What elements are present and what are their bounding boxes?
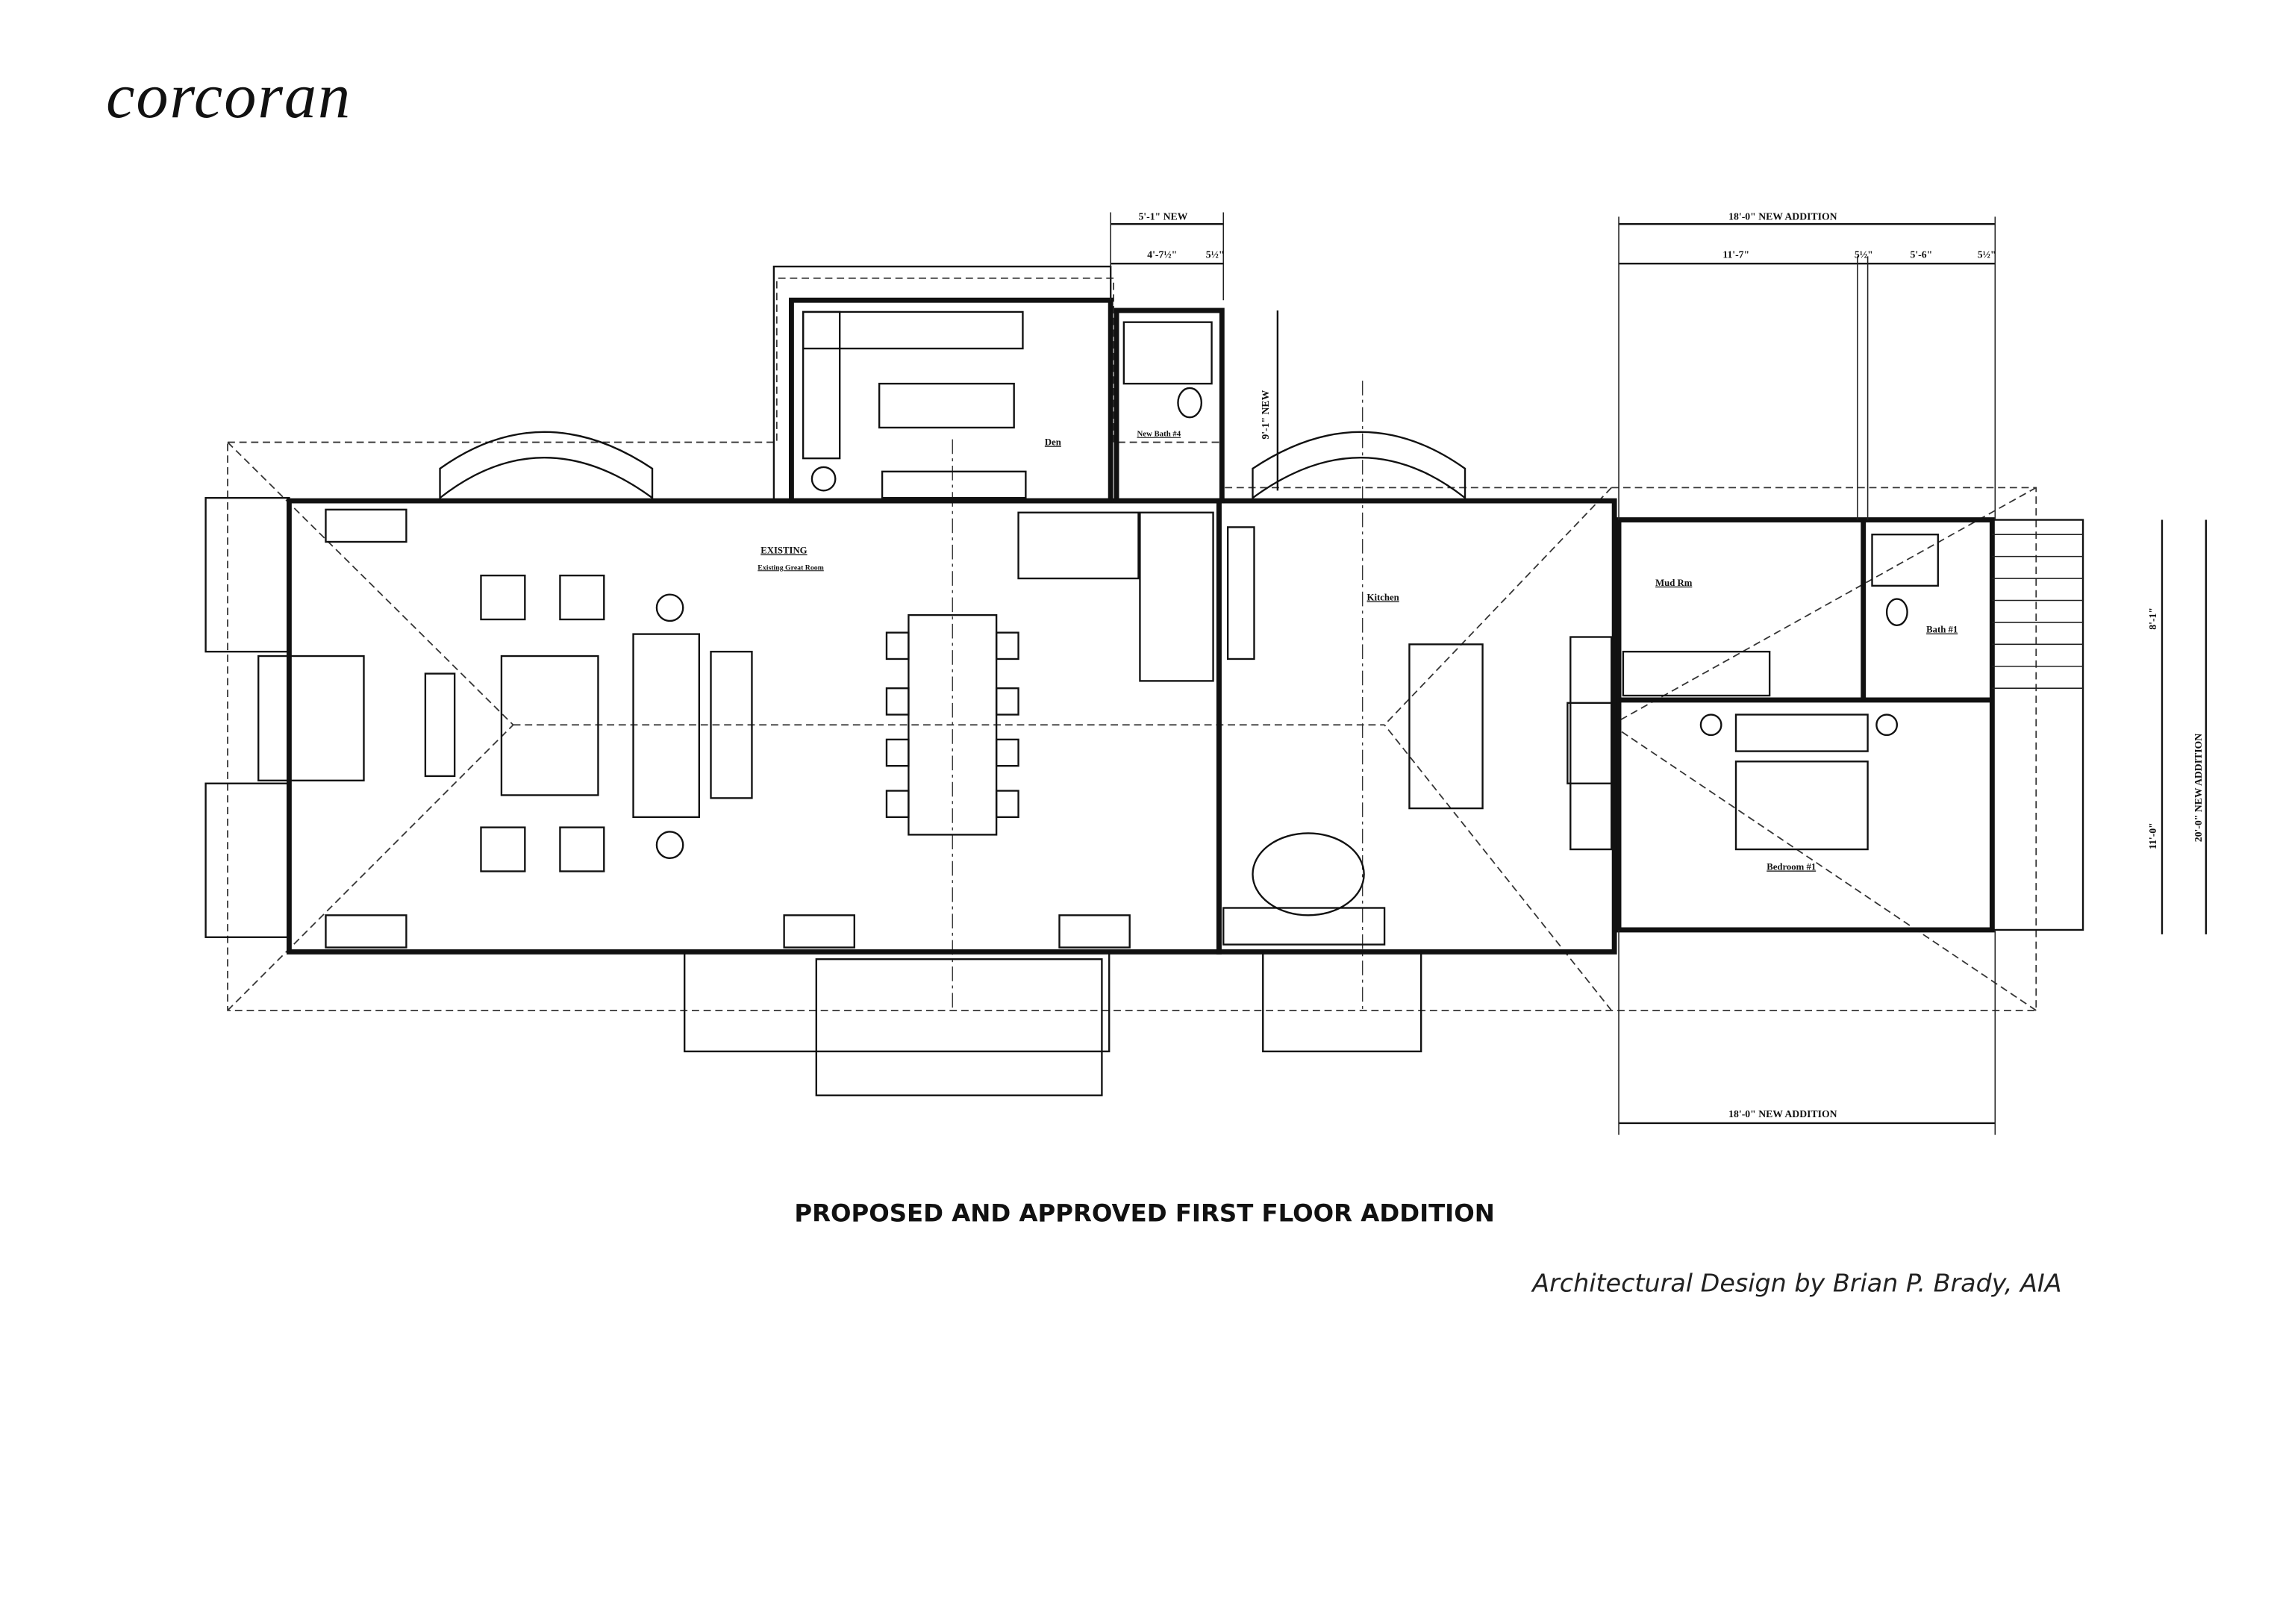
dim-addition-wall1: 5½" bbox=[1855, 249, 1873, 260]
corcoran-logo: corcoran bbox=[106, 60, 352, 131]
dim-den-bath-total: 5'-1" NEW bbox=[1138, 210, 1187, 222]
dim-den-bath-wall: 5½" bbox=[1206, 249, 1225, 260]
dim-side-lower: 11'-0" bbox=[2147, 822, 2158, 849]
room-label-great-room-1: EXISTING bbox=[760, 546, 807, 556]
plan-title: PROPOSED AND APPROVED FIRST FLOOR ADDITI… bbox=[794, 1199, 1494, 1227]
room-label-bath4: New Bath #4 bbox=[1137, 430, 1181, 439]
walls bbox=[204, 265, 2084, 1096]
room-label-bedroom1: Bedroom #1 bbox=[1767, 862, 1816, 872]
dim-addition-left: 11'-7" bbox=[1722, 249, 1749, 260]
room-label-kitchen: Kitchen bbox=[1367, 592, 1399, 602]
room-label-mud-room: Mud Rm bbox=[1655, 578, 1693, 588]
room-label-great-room: Existing Great Room bbox=[758, 563, 824, 572]
dim-addition-wall2: 5½" bbox=[1978, 249, 1996, 260]
design-credit: Architectural Design by Brian P. Brady, … bbox=[1531, 1269, 2061, 1298]
furniture bbox=[325, 310, 1939, 949]
dim-den-bath-inner: 4'-7½" bbox=[1147, 249, 1177, 260]
dim-side-upper: 8'-1" bbox=[2147, 608, 2158, 630]
dimension-lines bbox=[1110, 212, 2208, 1135]
dim-addition-side: 20'-0" NEW ADDITION bbox=[2193, 734, 2204, 842]
room-label-bath1: Bath #1 bbox=[1926, 625, 1958, 635]
dim-addition-bottom: 18'-0" NEW ADDITION bbox=[1728, 1108, 1837, 1119]
dim-bath4-depth: 9'-1" NEW bbox=[1260, 390, 1271, 439]
dim-addition-right: 5'-6" bbox=[1911, 249, 1933, 260]
dim-addition-top: 18'-0" NEW ADDITION bbox=[1728, 210, 1837, 222]
room-label-den: Den bbox=[1045, 437, 1061, 447]
roof-outline bbox=[227, 277, 2037, 1011]
